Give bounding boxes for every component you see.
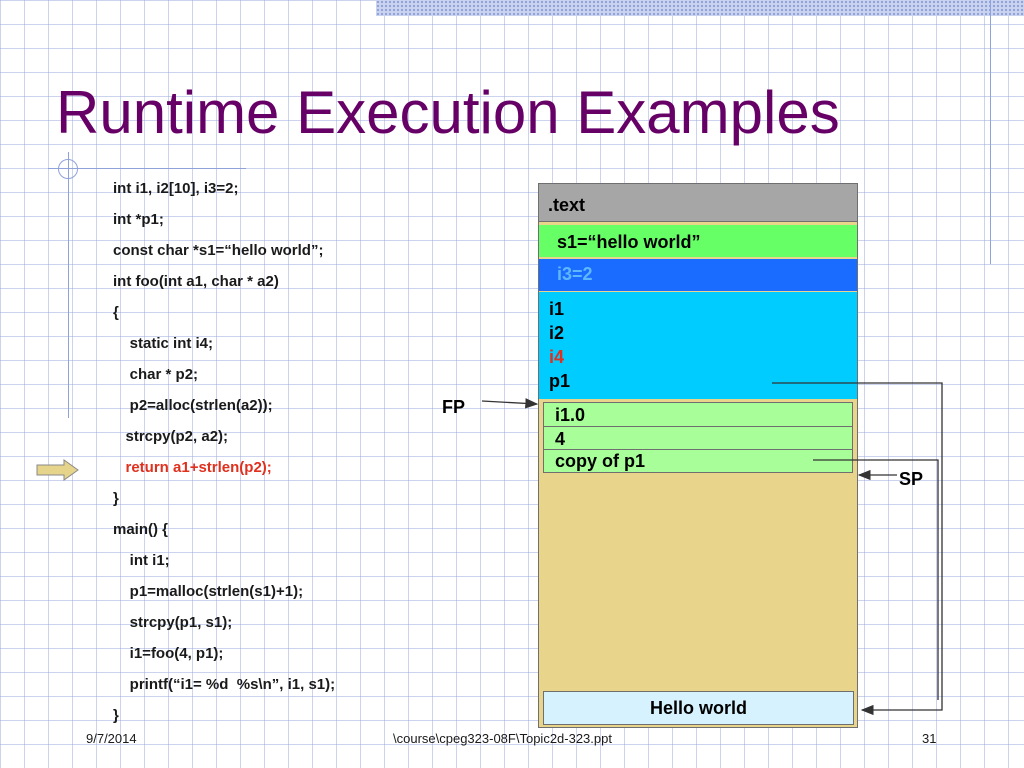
code-line: return a1+strlen(p2); (113, 459, 272, 476)
code-line: int i1; (113, 552, 170, 569)
top-decorative-band (376, 0, 1024, 16)
title-underline (48, 168, 246, 169)
global-var: i2 (549, 323, 565, 343)
decorative-line-left (68, 152, 69, 418)
code-line: main() { (113, 521, 169, 538)
code-line: i1=foo(4, p1); (113, 645, 224, 662)
footer-date: 9/7/2014 (86, 731, 137, 746)
code-line: strcpy(p2, a2); (113, 428, 229, 445)
heap-block: Hello world (543, 691, 854, 725)
footer-path: \course\cpeg323-08F\Topic2d-323.ppt (393, 731, 612, 746)
code-line: static int i4; (113, 335, 214, 352)
slide-title: Runtime Execution Examples (56, 79, 840, 146)
code-line: p1=malloc(strlen(s1)+1); (113, 583, 304, 600)
code-line: p2=alloc(strlen(a2)); (113, 397, 273, 414)
stack-pointer-label: SP (899, 469, 924, 489)
decorative-circle (58, 159, 78, 179)
p1-pointer-arrow (772, 382, 943, 716)
frame-pointer-label: FP (442, 397, 466, 417)
memory-diagram: .text s1=“hello world” i3=2 i1 i2 i4 p1 … (538, 183, 858, 728)
decorative-line-right (990, 0, 991, 264)
footer-page-number: 31 (922, 731, 937, 746)
code-line: const char *s1=“hello world”; (113, 242, 324, 259)
copy-p1-pointer-arrow (813, 459, 939, 700)
initialized-data-segment: i3=2 (539, 259, 857, 291)
text-segment: .text (539, 184, 857, 222)
code-line: strcpy(p1, s1); (113, 614, 233, 631)
fp-arrow (481, 398, 539, 409)
code-line: char * p2; (113, 366, 199, 383)
code-line: int foo(int a1, char * a2) (113, 273, 279, 290)
global-var: p1 (549, 371, 571, 391)
code-line: int *p1; (113, 211, 164, 228)
code-line: printf(“i1= %d %s\n”, i1, s1); (113, 676, 336, 693)
globals-segment: i1 i2 i4 p1 (539, 292, 857, 399)
global-var-static: i4 (549, 347, 565, 367)
code-line: { (113, 304, 119, 321)
code-line: int i1, i2[10], i3=2; (113, 180, 239, 197)
code-line: } (113, 707, 119, 724)
global-var: i1 (549, 299, 565, 319)
string-literal-segment: s1=“hello world” (539, 225, 857, 257)
code-line: } (113, 490, 119, 507)
stack-frame-slot: copy of p1 (543, 449, 853, 473)
current-line-arrow-icon (36, 459, 79, 481)
